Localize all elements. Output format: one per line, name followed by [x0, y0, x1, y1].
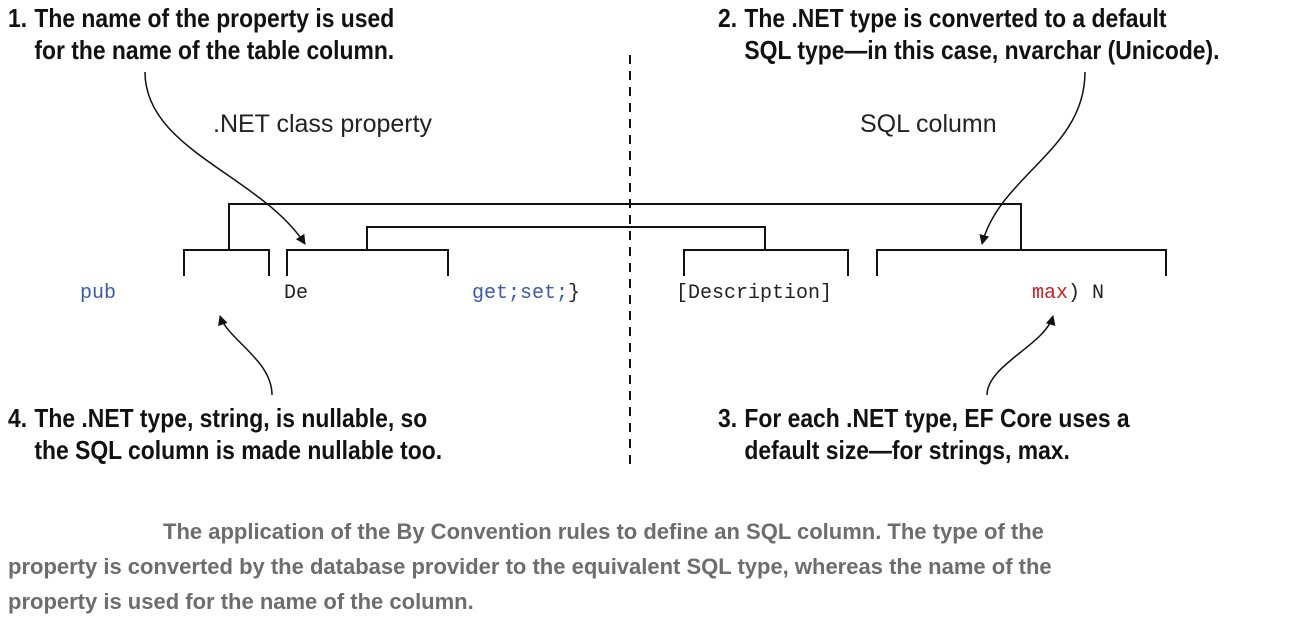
figure-caption: The application of the By Convention rul…	[8, 514, 1283, 619]
code-de: De	[284, 282, 308, 305]
code-getset-text: get;set;	[472, 282, 569, 305]
header-sql-column: SQL column	[860, 110, 997, 138]
note-4-number: 4.	[8, 403, 28, 433]
note-3-line2: default size—for strings, max.	[744, 435, 1070, 465]
note-3-number: 3.	[718, 403, 738, 433]
code-pub-text: pub	[80, 282, 117, 305]
note-2: 2.The .NET type is converted to a defaul…	[718, 2, 1220, 66]
arrow-3	[986, 315, 1056, 396]
note-3-line1: For each .NET type, EF Core uses a	[744, 403, 1130, 433]
note-4-line1: The .NET type, string, is nullable, so	[34, 403, 428, 433]
code-brace-text: }	[568, 282, 581, 305]
bracket-max	[876, 249, 1167, 276]
code-max: max) N	[1032, 282, 1104, 305]
code-max-text: max	[1032, 282, 1069, 305]
code-n-text: N	[1092, 282, 1105, 305]
note-4-line2: the SQL column is made nullable too.	[34, 435, 443, 465]
note-1: 1.The name of the property is used for t…	[8, 2, 394, 66]
code-description-text: [Description]	[676, 282, 833, 305]
code-de-text: De	[284, 282, 309, 305]
code-description: [Description]	[676, 282, 832, 305]
note-2-line2: SQL type—in this case, nvarchar (Unicode…	[744, 35, 1220, 65]
note-3: 3.For each .NET type, EF Core uses a def…	[718, 402, 1130, 466]
header-net-class-property: .NET class property	[213, 110, 433, 138]
arrow-1	[144, 71, 306, 245]
code-getset: get;set;}	[472, 282, 580, 305]
note-1-number: 1.	[8, 3, 28, 33]
note-4: 4.The .NET type, string, is nullable, so…	[8, 402, 442, 466]
bracket-pub	[183, 249, 270, 276]
note-2-line1: The .NET type is converted to a default	[744, 3, 1167, 33]
arrow-4	[218, 315, 273, 396]
connector-name	[366, 226, 766, 250]
code-paren-text: )	[1068, 282, 1081, 305]
connector-nullable	[228, 203, 1022, 250]
bracket-description	[683, 249, 849, 276]
caption-line-1: The application of the By Convention rul…	[163, 519, 1044, 544]
note-1-line1: The name of the property is used	[34, 3, 395, 33]
caption-line-2: property is converted by the database pr…	[8, 554, 1052, 579]
arrow-2	[979, 71, 1086, 245]
caption-line-3: property is used for the name of the col…	[8, 589, 474, 614]
note-2-number: 2.	[718, 3, 738, 33]
bracket-de	[286, 249, 449, 276]
note-1-line2: for the name of the table column.	[34, 35, 395, 65]
code-pub: pub	[80, 282, 116, 305]
